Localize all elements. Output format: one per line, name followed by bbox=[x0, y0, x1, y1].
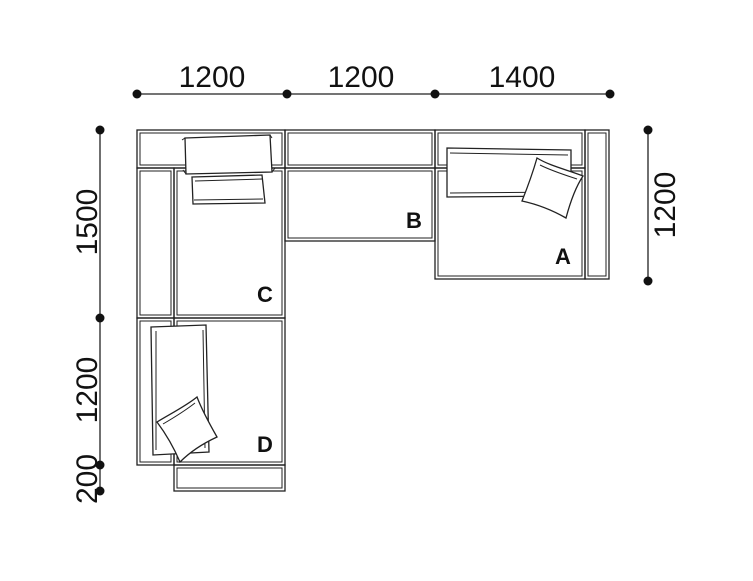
module-d bbox=[136, 317, 286, 492]
module-label-c: C bbox=[257, 282, 273, 307]
dimension-top-3: 1400 bbox=[489, 61, 556, 94]
dimension-top-2: 1200 bbox=[328, 61, 395, 94]
dimension-left-2: 1200 bbox=[71, 357, 104, 424]
dimension-top-1: 1200 bbox=[179, 61, 246, 94]
dimension-right: 1200 bbox=[649, 172, 682, 239]
top-dimension-line: 1200 1200 1400 bbox=[132, 61, 615, 99]
module-label-a: A bbox=[555, 244, 571, 269]
dimension-left-1: 1500 bbox=[71, 189, 104, 256]
module-label-b: B bbox=[406, 208, 422, 233]
right-dimension-line: 1200 bbox=[643, 125, 682, 286]
dimension-left-3: 200 bbox=[71, 454, 104, 504]
module-a bbox=[434, 129, 610, 280]
left-dimension-line: 1500 1200 200 bbox=[71, 125, 105, 504]
module-label-d: D bbox=[257, 432, 273, 457]
